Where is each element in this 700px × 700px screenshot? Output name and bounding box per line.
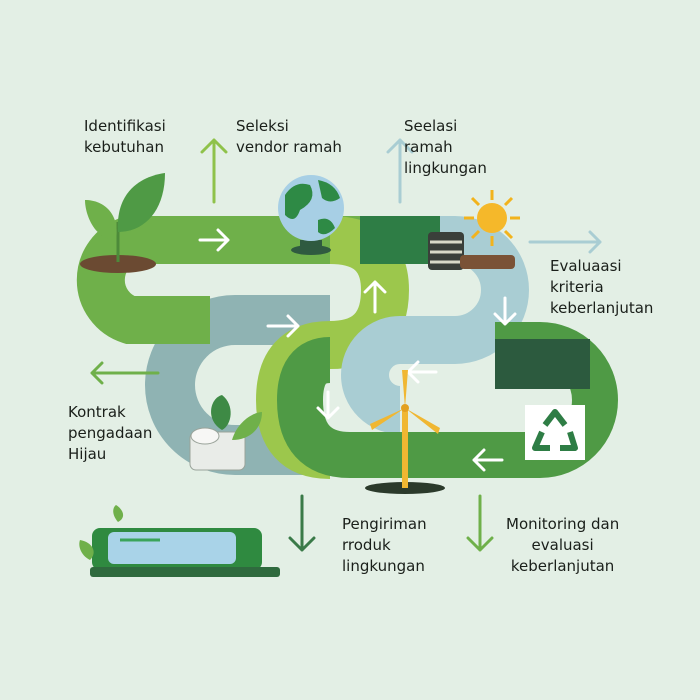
- step-label-monitoring: Monitoring dan evaluasi keberlanjutan: [506, 514, 619, 577]
- arrow-left-icon: [406, 360, 438, 384]
- label-line: keberlanjutan: [510, 557, 615, 575]
- step-label-seleksi: Seleksi vendor ramah: [236, 116, 342, 158]
- arrow-right-icon: [198, 228, 230, 252]
- label-line: Pengiriman: [342, 515, 427, 533]
- step-label-pengiriman: Pengiriman rroduk lingkungan: [342, 514, 427, 577]
- label-line: Hijau: [68, 445, 107, 463]
- arrow-right-icon: [266, 314, 300, 338]
- label-line: Kontrak: [68, 403, 126, 421]
- label-line: lingkungan: [342, 557, 425, 575]
- arrow-down-icon: [288, 494, 316, 552]
- arrow-up-icon: [200, 138, 228, 204]
- materials-stack-icon: [428, 232, 515, 270]
- label-line: Identifikasi: [84, 117, 166, 135]
- label-line: vendor ramah: [236, 138, 342, 156]
- path-band-green-top: [76, 216, 360, 344]
- wind-turbine-icon: [365, 370, 445, 494]
- arrow-down-icon: [466, 494, 494, 552]
- label-line: Seelasi: [404, 117, 458, 135]
- label-line: Evaluaasi: [550, 257, 622, 275]
- label-line: kriteria: [550, 278, 604, 296]
- arrow-up-icon: [386, 138, 414, 204]
- sun-icon: [464, 190, 520, 246]
- arrow-up-icon: [363, 280, 387, 314]
- arrow-down-icon: [316, 390, 340, 420]
- label-line: Monitoring dan: [506, 515, 620, 533]
- label-line: lingkungan: [404, 159, 487, 177]
- step-label-seelasi: Seelasi ramah lingkungan: [404, 116, 487, 179]
- label-line: Seleksi: [236, 117, 289, 135]
- recycle-icon: [525, 405, 585, 460]
- globe-icon: [278, 175, 344, 255]
- label-line: rroduk: [342, 536, 391, 554]
- label-line: ramah: [404, 138, 453, 156]
- label-line: kebutuhan: [84, 138, 165, 156]
- arrow-down-icon: [493, 296, 517, 326]
- step-label-evaluasi: Evaluaasi kriteria keberlanjutan: [550, 256, 653, 319]
- label-line: keberlanjutan: [550, 299, 654, 317]
- label-line: pengadaan: [68, 424, 153, 442]
- plant-sprout-icon: [80, 173, 165, 273]
- paper-roll-plant-icon: [189, 395, 262, 471]
- laptop-icon: [79, 505, 280, 577]
- arrow-left-icon: [90, 361, 160, 385]
- step-label-kontrak: Kontrak pengadaan Hijau: [68, 402, 152, 465]
- arrow-left-icon: [472, 448, 504, 472]
- arrow-right-icon: [528, 230, 602, 254]
- label-line: evaluasi: [531, 536, 594, 554]
- step-label-identifikasi: Identifikasi kebutuhan: [84, 116, 166, 158]
